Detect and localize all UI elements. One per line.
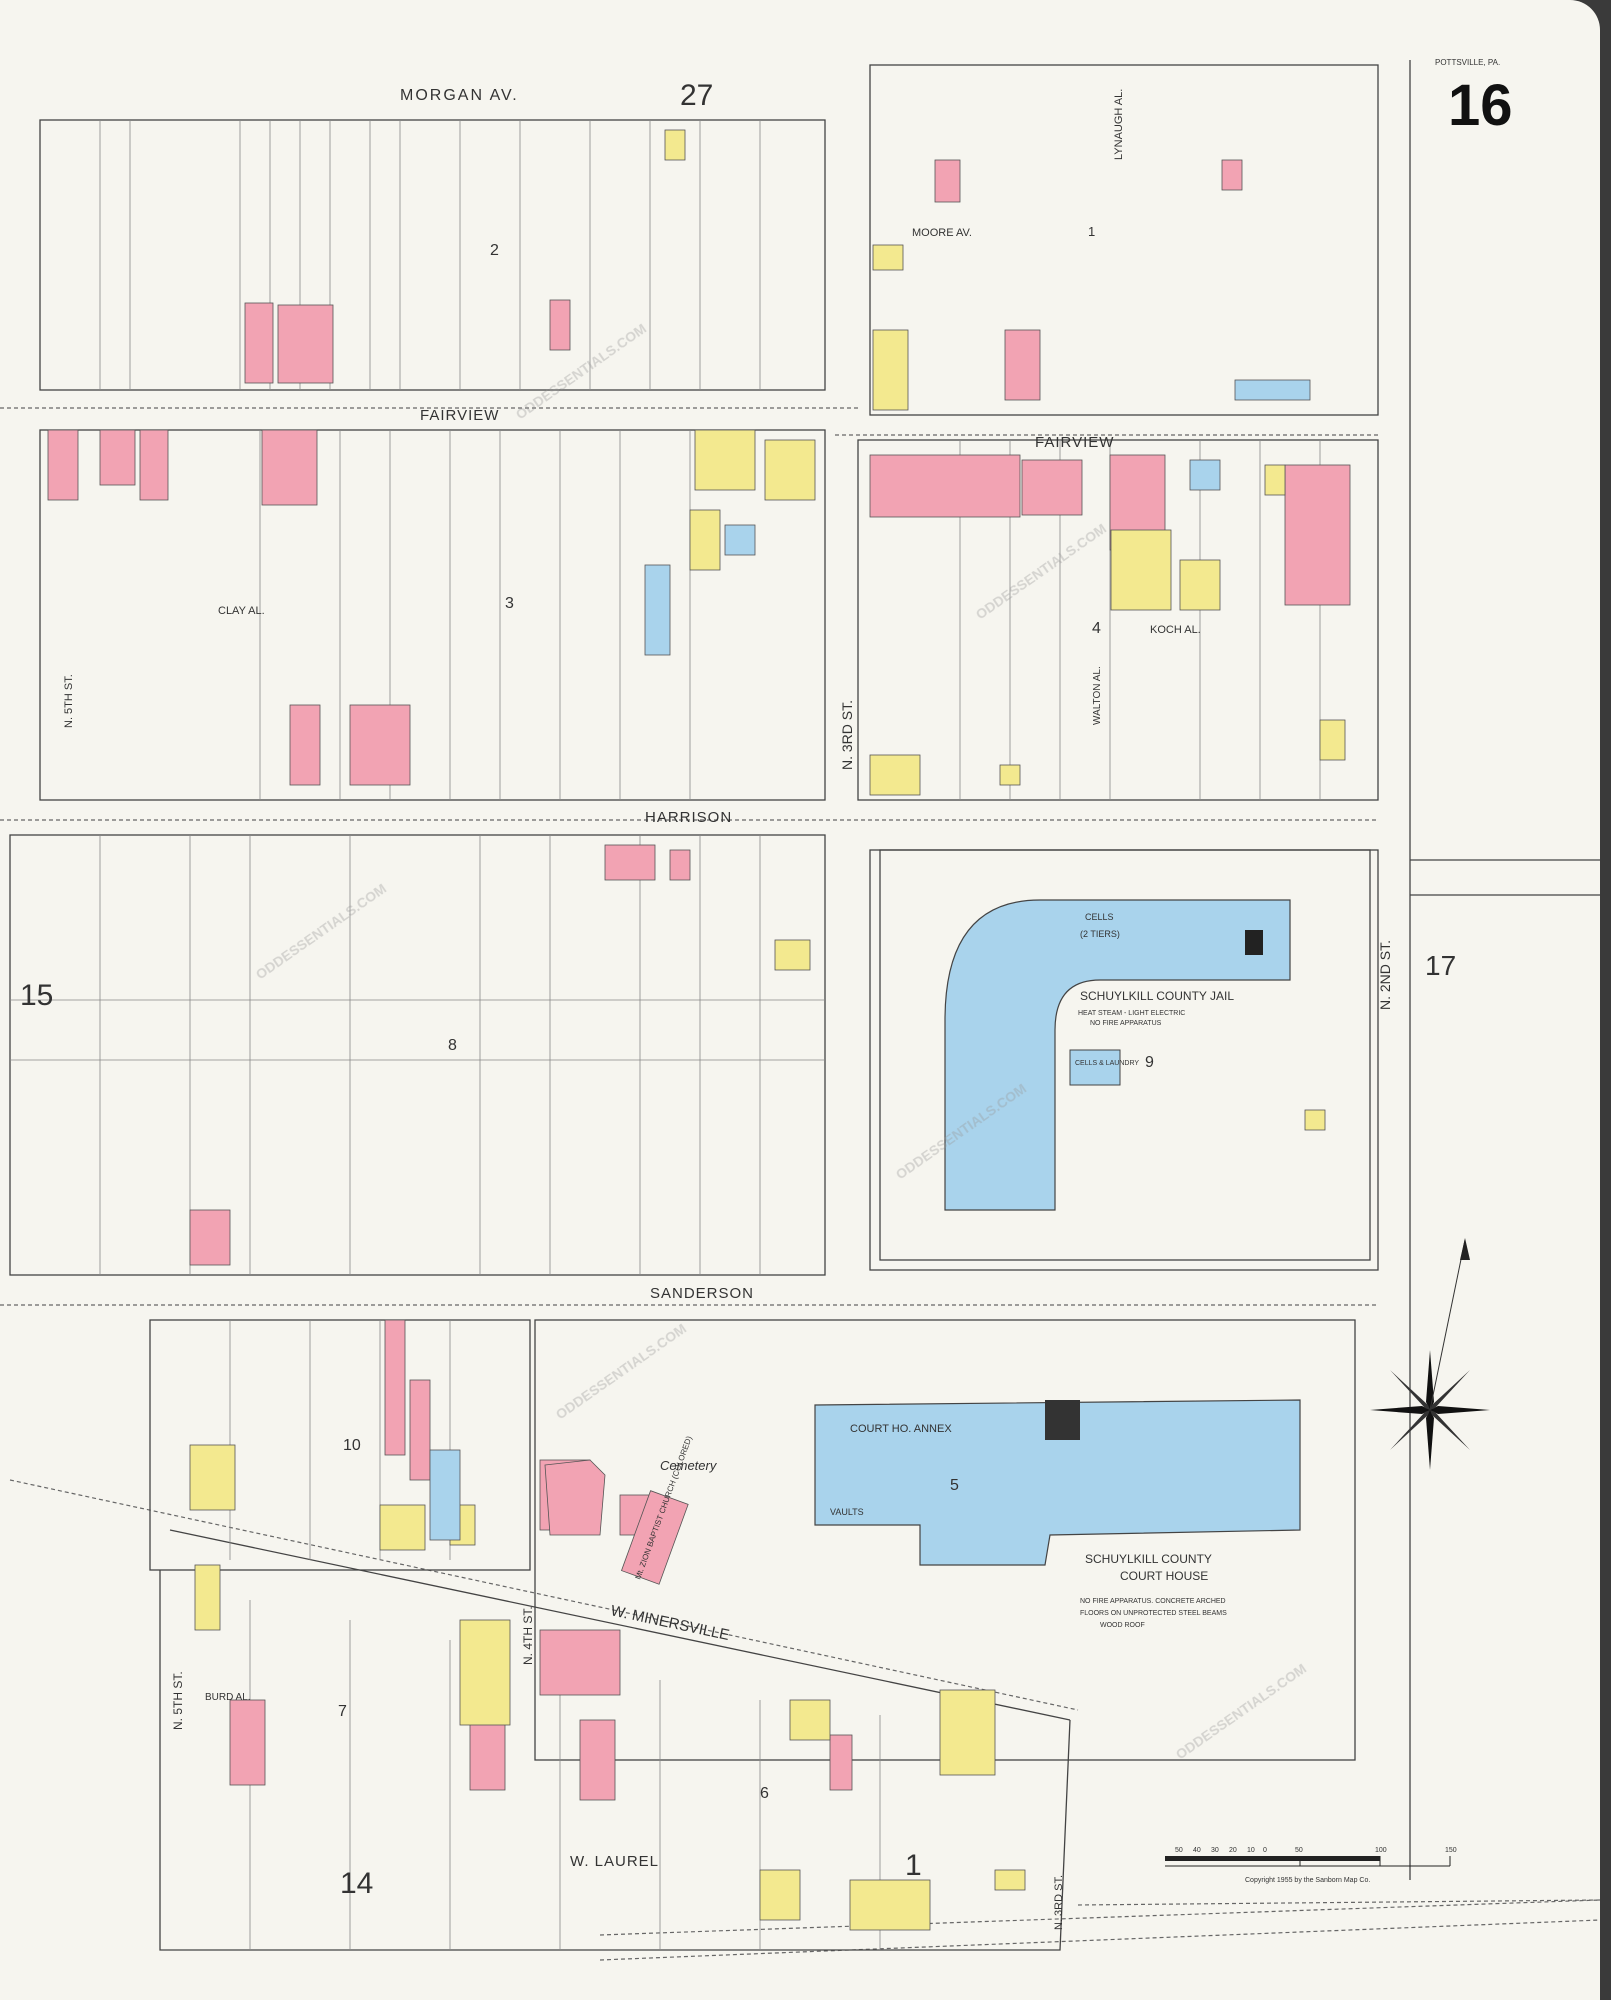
lot-lines xyxy=(10,120,1321,1950)
block-outlines xyxy=(9,60,1600,1951)
adjacent-sheet-top: 27 xyxy=(680,79,713,112)
block-numbers: 2 1 3 4 8 9 10 5 7 6 xyxy=(338,224,1154,1802)
street-koch: KOCH AL. xyxy=(1150,624,1201,636)
block-number: 1 xyxy=(1088,224,1095,239)
scale-tick: 100 xyxy=(1375,1847,1387,1854)
street-n3rd: N. 3RD ST. xyxy=(839,700,855,770)
block-number: 7 xyxy=(338,1703,347,1720)
street-walton: WALTON AL. xyxy=(1092,666,1103,725)
scale-tick: 30 xyxy=(1211,1847,1219,1854)
street-n2nd: N. 2ND ST. xyxy=(1377,940,1393,1010)
court-note-3: WOOD ROOF xyxy=(1100,1622,1145,1629)
schuylkill-county-jail: SCHUYLKILL COUNTY JAIL HEAT STEAM - LIGH… xyxy=(879,849,1371,1261)
adjacent-sheet-left: 15 xyxy=(20,979,53,1012)
street-burd: BURD AL. xyxy=(205,1692,251,1703)
jail-title: SCHUYLKILL COUNTY JAIL xyxy=(1080,989,1234,1003)
cemetery-label: Cemetery xyxy=(660,1458,718,1473)
block-number: 9 xyxy=(1145,1054,1154,1071)
adjacent-sheet-right: 17 xyxy=(1425,950,1456,981)
city-note: POTTSVILLE, PA. xyxy=(1435,58,1500,67)
street-morgan: MORGAN AV. xyxy=(400,87,519,104)
court-note-2: FLOORS ON UNPROTECTED STEEL BEAMS xyxy=(1080,1610,1227,1617)
street-w-laurel: W. LAUREL xyxy=(570,1853,659,1870)
street-w-minersville: W. MINERSVILLE xyxy=(609,1602,731,1644)
watermark-text: ODDESSENTIALS.COM xyxy=(253,880,390,982)
court-vaults-label: VAULTS xyxy=(830,1507,864,1517)
street-n5th-south: N. 5TH ST. xyxy=(171,1671,185,1730)
adjacent-sheet-bottom-left: 14 xyxy=(340,1867,373,1900)
block-number: 10 xyxy=(343,1437,361,1454)
copyright-note: Copyright 1955 by the Sanborn Map Co. xyxy=(1245,1877,1370,1884)
block-number: 4 xyxy=(1092,620,1101,637)
street-clay: CLAY AL. xyxy=(218,605,265,617)
compass-rose-icon xyxy=(1370,1238,1490,1470)
court-note: NO FIRE APPARATUS. CONCRETE ARCHED xyxy=(1080,1598,1226,1605)
scale-tick: 50 xyxy=(1175,1847,1183,1854)
adjacent-sheet-numbers: 27 15 17 14 1 xyxy=(20,79,1456,1900)
block-number: 3 xyxy=(505,595,514,612)
block-number: 2 xyxy=(490,242,499,259)
street-moore: MOORE AV. xyxy=(912,227,972,239)
street-n3rd-south: N. 3RD ST. xyxy=(1053,1875,1065,1930)
scale-tick: 50 xyxy=(1295,1847,1303,1854)
stone-buildings xyxy=(429,379,1311,1541)
jail-cells: CELLS xyxy=(1085,912,1114,922)
street-labels: MORGAN AV. FAIRVIEW FAIRVIEW MOORE AV. L… xyxy=(63,87,1393,1930)
watermark-text: ODDESSENTIALS.COM xyxy=(513,320,650,422)
sheet-number: 16 xyxy=(1448,73,1513,138)
jail-note: HEAT STEAM - LIGHT ELECTRIC xyxy=(1078,1010,1185,1017)
street-lynaugh: LYNAUGH AL. xyxy=(1113,89,1125,160)
court-title: SCHUYLKILL COUNTY xyxy=(1085,1552,1212,1566)
scale-tick: 20 xyxy=(1229,1847,1237,1854)
jail-laundry: CELLS & LAUNDRY xyxy=(1075,1060,1139,1067)
court-title-2: COURT HOUSE xyxy=(1120,1569,1208,1583)
block-number: 5 xyxy=(950,1477,959,1494)
frame-buildings xyxy=(189,129,1346,1931)
jail-tiers: (2 TIERS) xyxy=(1080,929,1120,939)
jail-note-2: NO FIRE APPARATUS xyxy=(1090,1020,1162,1027)
watermark-text: ODDESSENTIALS.COM xyxy=(1173,1660,1310,1762)
street-harrison: HARRISON xyxy=(645,809,732,826)
block-number: 6 xyxy=(760,1785,769,1802)
scale-tick: 0 xyxy=(1263,1847,1267,1854)
scale-tick: 150 xyxy=(1445,1847,1457,1854)
street-fairview-west: FAIRVIEW xyxy=(420,407,499,424)
street-n4th: N. 4TH ST. xyxy=(521,1606,535,1665)
street-n5th-north: N. 5TH ST. xyxy=(63,674,75,728)
street-sanderson: SANDERSON xyxy=(650,1285,754,1302)
scale-bar: 50 40 30 20 10 0 50 100 150 Copyright 19… xyxy=(1165,1847,1457,1884)
street-fairview-east: FAIRVIEW xyxy=(1035,434,1114,451)
street-lines xyxy=(0,407,1600,1961)
watermark-text: ODDESSENTIALS.COM xyxy=(553,1320,690,1422)
court-annex-label: COURT HO. ANNEX xyxy=(850,1423,952,1435)
adjacent-sheet-bottom: 1 xyxy=(905,1849,922,1882)
block-number: 8 xyxy=(448,1037,457,1054)
schuylkill-county-court-house: COURT HO. ANNEX VAULTS SCHUYLKILL COUNTY… xyxy=(814,1399,1301,1629)
watermark-text: ODDESSENTIALS.COM xyxy=(973,520,1110,622)
scale-tick: 10 xyxy=(1247,1847,1255,1854)
scale-tick: 40 xyxy=(1193,1847,1201,1854)
